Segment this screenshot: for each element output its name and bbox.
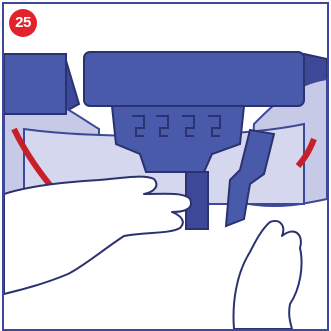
right-hand: [234, 221, 302, 329]
step-number-badge: 25: [9, 9, 37, 37]
left-hand: [4, 177, 191, 294]
seat-side-block-left: [4, 54, 66, 114]
seat-illustration: [4, 4, 327, 329]
seat-backrest: [84, 52, 304, 106]
